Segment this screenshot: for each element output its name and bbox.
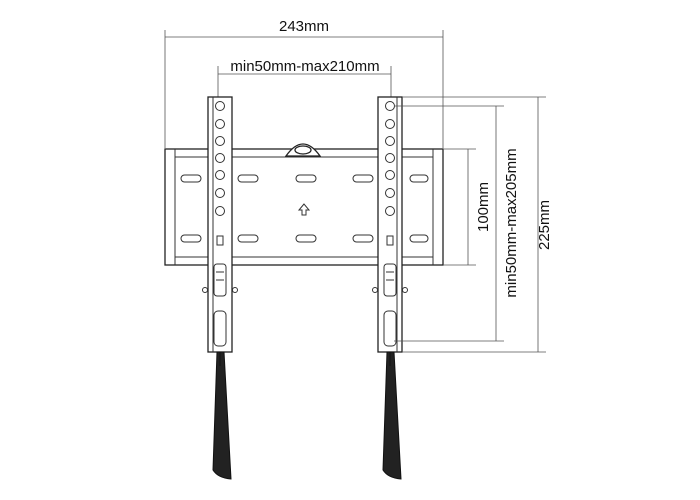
arm-hole — [215, 170, 225, 180]
vesa-vertical-range-label: min50mm-max205mm — [503, 148, 520, 297]
arm-hole — [215, 153, 225, 163]
right-safety-strap — [382, 351, 402, 480]
wall-slot — [237, 174, 259, 183]
overall-height-dimension: 225mm — [402, 96, 553, 353]
wall-slot — [352, 234, 374, 243]
vesa-horizontal-label: min50mm-max210mm — [230, 58, 379, 75]
right-arm-outline — [377, 96, 403, 353]
overall-width-dimension: 243mm — [164, 18, 444, 148]
arm-lock-slot — [383, 263, 397, 297]
left-arm-holes — [215, 101, 225, 216]
arm-side-knob — [232, 287, 238, 293]
arm-hole — [215, 136, 225, 146]
arm-hole — [215, 206, 225, 216]
arm-hole — [385, 206, 395, 216]
wall-slot — [180, 234, 202, 243]
vesa-vertical-fixed-label: 100mm — [475, 182, 492, 232]
arm-lock-slot — [213, 263, 227, 297]
left-arm-outline — [207, 96, 233, 353]
overall-height-label: 225mm — [536, 200, 553, 250]
right-arm-holes — [385, 101, 395, 216]
arm-hole — [215, 119, 225, 129]
arm-hole — [385, 153, 395, 163]
arm-hole — [385, 188, 395, 198]
wall-slot — [409, 174, 429, 183]
hook-hole — [294, 145, 312, 155]
arm-hole — [215, 188, 225, 198]
left-safety-strap — [212, 351, 232, 480]
arm-small-slot — [216, 235, 224, 246]
arm-small-slot — [386, 235, 394, 246]
arm-side-knob — [402, 287, 408, 293]
wall-slot — [295, 174, 317, 183]
arm-long-slot — [213, 310, 227, 347]
vesa-horizontal-dimension: min50mm-max210mm — [217, 58, 392, 99]
arm-side-knob — [372, 287, 378, 293]
wall-slot — [295, 234, 317, 243]
wall-slot — [180, 174, 202, 183]
arm-hole — [385, 170, 395, 180]
wall-slot — [352, 174, 374, 183]
arm-hole — [385, 119, 395, 129]
overall-width-label: 243mm — [279, 18, 329, 35]
vesa-vertical-fixed-dimension: 100mm — [443, 148, 492, 266]
right-arm — [372, 96, 408, 480]
arm-hole — [215, 101, 225, 111]
up-arrow-icon — [297, 203, 311, 216]
left-arm — [202, 96, 238, 480]
wall-slot — [409, 234, 429, 243]
vesa-vertical-range-dimension: min50mm-max205mm — [394, 105, 520, 342]
wall-slot — [237, 234, 259, 243]
arm-side-knob — [202, 287, 208, 293]
arm-long-slot — [383, 310, 397, 347]
arm-hole — [385, 136, 395, 146]
